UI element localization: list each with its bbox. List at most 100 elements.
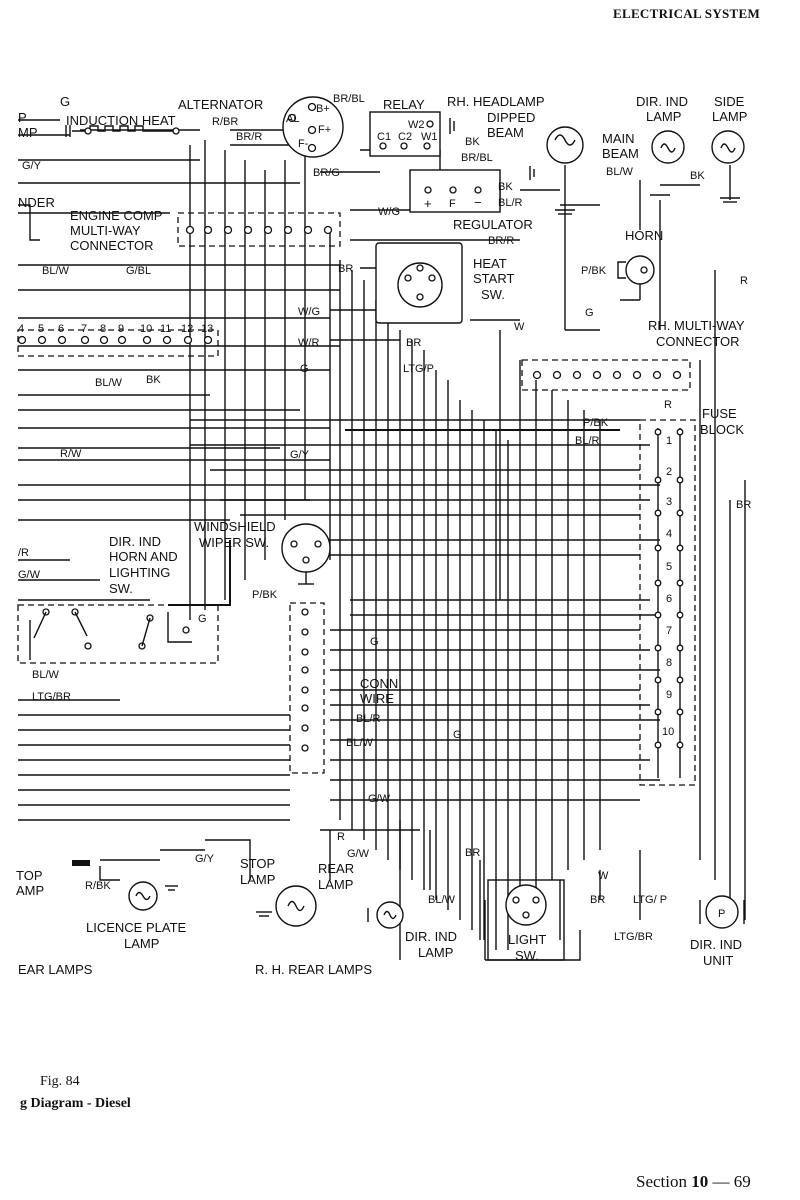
fuse-number: 6 (666, 593, 672, 605)
label-rh-multiway-2: CONNECTOR (656, 334, 740, 349)
footer-prefix: Section (636, 1172, 687, 1191)
fuse-number: 5 (666, 561, 672, 573)
label-rh-rear-lamps: R. H. REAR LAMPS (255, 962, 372, 977)
wire-label: G (453, 729, 462, 741)
wire-label: LTG/P (403, 363, 434, 375)
wire-label: LTG/ P (633, 894, 667, 906)
induction-heat-element (65, 125, 180, 137)
wire-label: BK (498, 181, 513, 193)
connector-number: 12 (181, 323, 193, 335)
fuse-number: 1 (666, 435, 672, 447)
wire-label: G/Y (290, 449, 310, 461)
rh-stop-rear-lamp (256, 885, 317, 927)
label-rear-lamp-1: REAR (318, 861, 354, 876)
fuse-number: 3 (666, 496, 672, 508)
fuse-number: 8 (666, 657, 672, 669)
label-dir-horn-3: LIGHTING (109, 565, 170, 580)
section-header: ELECTRICAL SYSTEM (613, 6, 761, 21)
terminal-reg-plus: + (424, 196, 432, 211)
label-stop-lamp-1: STOP (240, 856, 275, 871)
wire-label: BR/BL (333, 93, 365, 105)
label-heat-start-1: HEAT (473, 256, 507, 271)
wire-label: G/BL (126, 265, 151, 277)
wire-label: G/Y (22, 160, 42, 172)
label-licence-1: LICENCE PLATE (86, 920, 187, 935)
label-windshield-1: WINDSHIELD (194, 519, 276, 534)
conn-wire-strip (289, 602, 325, 774)
wire-label: /R (18, 547, 29, 559)
label-light-sw-1: LIGHT (508, 932, 546, 947)
label-main: MAIN (602, 131, 635, 146)
wire-label: BL/W (95, 377, 123, 389)
terminal-b-plus: B+ (316, 103, 330, 115)
heat-start-switch (375, 242, 463, 324)
label-heat-start-3: SW. (481, 287, 505, 302)
wire-label: BL/W (428, 894, 456, 906)
label-heat-start-2: START (473, 271, 514, 286)
wire-label: R/BK (85, 880, 111, 892)
wire-label: W/G (378, 206, 400, 218)
wire-label: BR/R (236, 131, 262, 143)
label-induction-heat: INDUCTION HEAT (66, 113, 176, 128)
wire-label: W/R (298, 337, 319, 349)
wire-label: G (585, 307, 594, 319)
wire-label: BL/R (575, 435, 600, 447)
left-connector-strip (17, 329, 219, 357)
wire-label: BR/R (488, 235, 514, 247)
licence-plate-lamp (72, 860, 178, 911)
label-conn-wire-1: CONN. (360, 676, 402, 691)
light-switch (487, 879, 565, 961)
label-regulator: REGULATOR (453, 217, 533, 232)
wire-label: W (514, 321, 525, 333)
label-beam2: BEAM (602, 146, 639, 161)
wire-label: BR/BL (461, 152, 493, 164)
figure-number: Fig. 84 (40, 1074, 80, 1089)
alternator-symbol (282, 96, 344, 158)
terminal-w2: W2 (408, 119, 425, 131)
wire-label: LTG/BR (32, 691, 71, 703)
connector-number-labels: 4 5 6 7 8 9 10 11 12 13 (18, 323, 213, 335)
terminal-labels: B+ AL F+ F- W2 C1 C2 W1 + F − P (286, 103, 725, 920)
footer-separator: — (712, 1172, 730, 1191)
label-horn: HORN (625, 228, 663, 243)
label-dir-ind-top-2: LAMP (646, 109, 681, 124)
label-licence-2: LAMP (124, 936, 159, 951)
connector-number: 8 (100, 323, 106, 335)
wire-label: BR (406, 337, 421, 349)
label-dir-horn-2: HORN AND (109, 549, 178, 564)
wire-label: BL/W (606, 166, 634, 178)
fuse-block (639, 419, 696, 786)
connector-number: 11 (160, 323, 171, 335)
wire-label: BL/R (498, 197, 523, 209)
figure-caption: g Diagram - Diesel (20, 1096, 131, 1111)
relay-box (369, 111, 455, 157)
label-side-lamp-1: SIDE (714, 94, 745, 109)
wire-label: G/W (368, 793, 391, 805)
wire-label: BK (146, 374, 161, 386)
rh-headlamp-symbol (546, 126, 584, 215)
page-footer: Section 10 — 69 (636, 1172, 751, 1192)
rh-multiway-connector (521, 359, 691, 391)
wire-label: W/G (298, 306, 320, 318)
label-engine-comp-1: ENGINE COMP (70, 208, 162, 223)
label-rear-lamp-2: LAMP (318, 877, 353, 892)
label-dir-ind-unit-2: UNIT (703, 953, 733, 968)
connector-number: 4 (18, 323, 24, 335)
label-relay: RELAY (383, 97, 425, 112)
wire-label: BR (590, 894, 605, 906)
wire-label: P/BK (581, 265, 607, 277)
label-p-top: P (18, 110, 27, 125)
wire-label: BR (736, 499, 751, 511)
component-labels: ALTERNATOR INDUCTION HEAT RELAY RH. HEAD… (16, 94, 747, 977)
wire-label: G (370, 636, 379, 648)
connector-number: 10 (140, 323, 152, 335)
fuse-number: 9 (666, 689, 672, 701)
terminal-reg-minus: − (474, 195, 482, 210)
terminal-c2: C2 (398, 131, 412, 143)
connector-number: 5 (38, 323, 44, 335)
dir-ind-unit (699, 895, 745, 929)
label-dipped: DIPPED (487, 110, 535, 125)
label-engine-comp-2: MULTI-WAY (70, 223, 141, 238)
wire-label: BL/W (42, 265, 70, 277)
wire-label: R (664, 399, 672, 411)
